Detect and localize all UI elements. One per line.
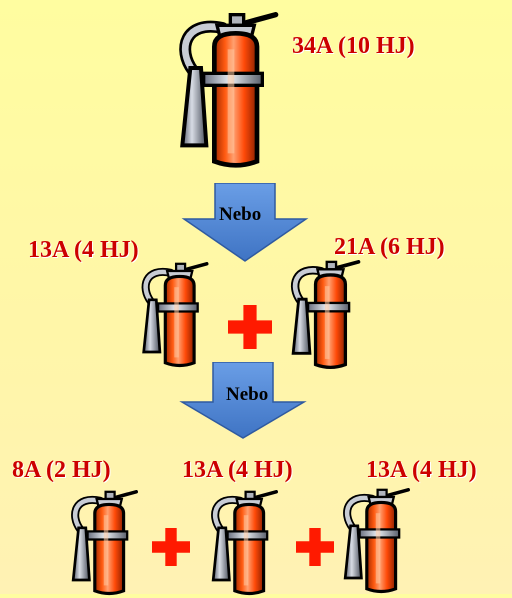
row3-first-rating: 8A (2 HJ) [12,457,111,483]
fire-extinguisher-icon [198,490,286,598]
row2-left-rating: 13A (4 HJ) [28,237,139,263]
down-arrow-icon [179,362,307,439]
fire-extinguisher-icon [130,262,215,370]
row3-third-rating: 13A (4 HJ) [366,457,477,483]
fire-extinguisher-icon [160,12,290,172]
plus-icon [152,528,190,566]
row2-right-rating: 21A (6 HJ) [334,234,445,260]
fire-extinguisher-icon [330,488,418,596]
fire-extinguisher-icon [58,490,146,598]
fire-extinguisher-icon [278,260,368,372]
arrow-label-1: Nebo [219,204,262,225]
plus-icon [296,528,334,566]
down-arrow-icon [181,183,309,262]
top-rating-label: 34A (10 HJ) [292,33,415,59]
arrow-label-2: Nebo [226,384,269,405]
plus-icon [228,305,272,349]
row3-second-rating: 13A (4 HJ) [182,457,293,483]
